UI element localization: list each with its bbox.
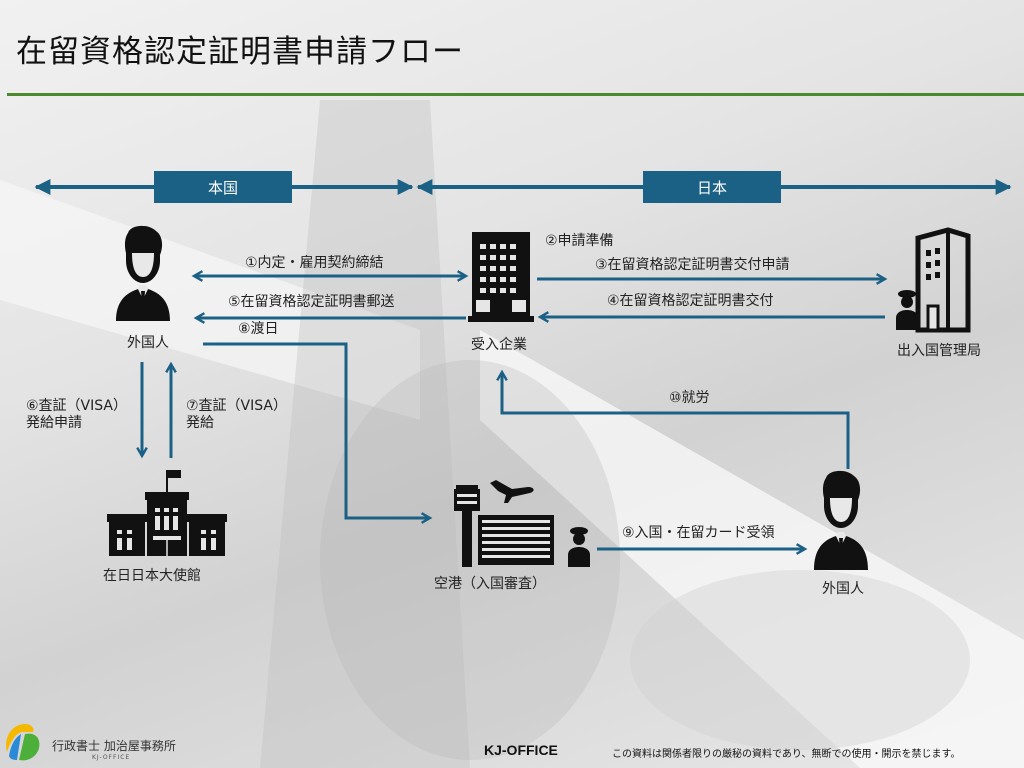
step-label-9: ⑨入国・在留カード受領 xyxy=(622,525,775,541)
step-label-1: ①内定・雇用契約締結 xyxy=(245,255,384,271)
arrow-step-8 xyxy=(203,342,433,524)
footer-confidential-notice: この資料は関係者限りの厳秘の資料であり、無断での使用・開示を禁じます。 xyxy=(612,749,961,760)
node-label-embassy: 在日日本大使館 xyxy=(103,568,201,584)
officer-icon xyxy=(896,290,918,330)
airplane-icon xyxy=(490,480,534,503)
person-icon xyxy=(116,225,170,321)
step-label-7: ⑦査証（VISA） 発給 xyxy=(186,398,287,432)
office-building-icon xyxy=(468,232,534,322)
node-label-airport: 空港（入国審査） xyxy=(434,576,546,592)
step-label-4: ④在留資格認定証明書交付 xyxy=(607,293,774,309)
step-label-10: ⑩就労 xyxy=(669,390,710,406)
footer-org-sub: KJ-OFFICE xyxy=(92,754,131,761)
node-label-immigration-bureau: 出入国管理局 xyxy=(897,343,981,359)
title-underline xyxy=(7,93,1024,96)
embassy-icon xyxy=(107,470,227,556)
node-label-foreigner-japan: 外国人 xyxy=(822,581,864,597)
step-label-5: ⑤在留資格認定証明書郵送 xyxy=(228,294,395,310)
step-label-6-line1: ⑥査証（VISA） xyxy=(26,398,127,414)
footer-brand: KJ-OFFICE xyxy=(484,742,558,758)
step-label-8: ⑧渡日 xyxy=(238,321,279,337)
officer-icon xyxy=(568,527,590,567)
region-japan: 日本 xyxy=(643,171,781,203)
arrow-step-10 xyxy=(496,369,850,469)
step-label-7-line1: ⑦査証（VISA） xyxy=(186,398,287,414)
government-building-officer-icon xyxy=(896,227,971,333)
page-title: 在留資格認定証明書申請フロー xyxy=(16,34,464,70)
node-label-company: 受入企業 xyxy=(471,337,527,353)
company-logo xyxy=(6,724,40,761)
step-label-3: ③在留資格認定証明書交付申請 xyxy=(595,257,790,273)
step-label-2: ②申請準備 xyxy=(545,233,614,249)
step-label-6-line2: 発給申請 xyxy=(26,415,82,431)
step-label-6: ⑥査証（VISA） 発給申請 xyxy=(26,398,127,432)
region-home-country: 本国 xyxy=(154,171,292,203)
footer-org-name: 行政書士 加治屋事務所 xyxy=(52,739,176,753)
person-icon xyxy=(814,470,868,570)
step-label-7-line2: 発給 xyxy=(186,415,214,431)
airport-officer-icon xyxy=(454,480,590,567)
node-label-foreigner-home: 外国人 xyxy=(127,335,169,351)
